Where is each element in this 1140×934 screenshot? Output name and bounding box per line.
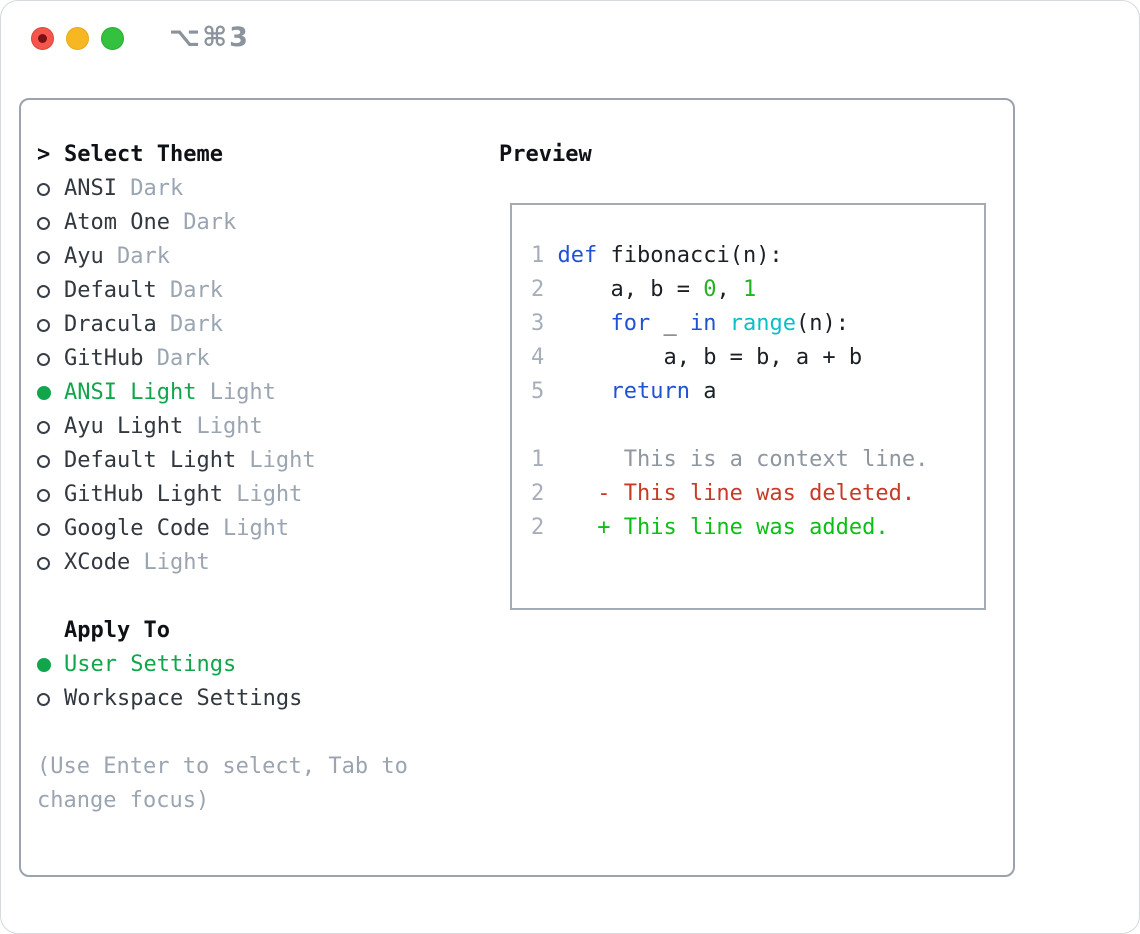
radio-icon — [37, 454, 64, 468]
diff-line-3: 2 + This line was added. — [531, 515, 889, 540]
apply-to-header: Apply To — [37, 614, 483, 648]
theme-option-xcode[interactable]: XCode Light — [37, 546, 483, 580]
prompt-caret-icon: > — [37, 142, 51, 167]
theme-option-label: XCode Light — [64, 550, 210, 575]
theme-option-label: Ayu Light Light — [64, 414, 263, 439]
close-button[interactable] — [31, 27, 54, 50]
window-title: ⌥⌘3 — [169, 22, 250, 53]
radio-icon — [37, 692, 64, 706]
radio-icon — [37, 556, 64, 570]
code-sample: 1 def fibonacci(n): 2 a, b = 0, 1 3 for _ … — [531, 239, 984, 409]
theme-option-ayu-light[interactable]: Ayu Light Light — [37, 410, 483, 444]
theme-option-ansi[interactable]: ANSI Dark — [37, 172, 483, 206]
theme-option-atom-one[interactable]: Atom One Dark — [37, 206, 483, 240]
theme-option-label: Default Dark — [64, 278, 223, 303]
apply-option-label: Workspace Settings — [64, 686, 303, 711]
preview-box: 1 def fibonacci(n): 2 a, b = 0, 1 3 for _ … — [510, 203, 986, 610]
radio-icon — [37, 352, 64, 366]
diff-line-1: 1 This is a context line. — [531, 447, 929, 472]
select-theme-title: Select Theme — [64, 142, 223, 167]
diff-line-2: 2 - This line was deleted. — [531, 481, 916, 506]
theme-option-label: GitHub Light Light — [64, 482, 303, 507]
hint-text: (Use Enter to select, Tab to change focu… — [37, 754, 408, 813]
code-line-1: 1 def fibonacci(n): — [531, 243, 783, 268]
zoom-button[interactable] — [101, 27, 124, 50]
theme-option-google-code[interactable]: Google Code Light — [37, 512, 483, 546]
theme-option-default-light[interactable]: Default Light Light — [37, 444, 483, 478]
preview-content: 1 def fibonacci(n): 2 a, b = 0, 1 3 for _ … — [512, 205, 984, 545]
code-line-4: 4 a, b = b, a + b — [531, 345, 863, 370]
preview-title: Preview — [499, 142, 592, 167]
titlebar: ⌥⌘3 — [1, 1, 1139, 98]
theme-option-label: ANSI Light Light — [64, 380, 276, 405]
theme-option-label: Atom One Dark — [64, 210, 237, 235]
apply-option-user-settings[interactable]: User Settings — [37, 648, 483, 682]
theme-option-label: Dracula Dark — [64, 312, 223, 337]
radio-icon — [37, 522, 64, 536]
minimize-button[interactable] — [66, 27, 89, 50]
code-line-2: 2 a, b = 0, 1 — [531, 277, 757, 302]
radio-icon — [37, 488, 64, 502]
radio-icon — [37, 318, 64, 332]
theme-option-label: Ayu Dark — [64, 244, 170, 269]
spacer — [37, 580, 483, 614]
radio-icon — [37, 420, 64, 434]
radio-icon — [37, 284, 64, 298]
spacer — [37, 716, 483, 750]
theme-option-dracula[interactable]: Dracula Dark — [37, 308, 483, 342]
theme-option-label: Default Light Light — [64, 448, 316, 473]
theme-option-default[interactable]: Default Dark — [37, 274, 483, 308]
close-dot-icon — [38, 34, 47, 43]
radio-selected-icon — [37, 386, 64, 400]
theme-option-github[interactable]: GitHub Dark — [37, 342, 483, 376]
theme-option-ansi-light[interactable]: ANSI Light Light — [37, 376, 483, 410]
theme-option-label: GitHub Dark — [64, 346, 210, 371]
theme-option-label: ANSI Dark — [64, 176, 184, 201]
code-line-3: 3 for _ in range(n): — [531, 311, 849, 336]
apply-to-title: Apply To — [64, 618, 170, 643]
theme-option-label: Google Code Light — [64, 516, 290, 541]
select-theme-header: > Select Theme — [37, 138, 483, 172]
apply-option-label: User Settings — [64, 652, 237, 677]
radio-icon — [37, 216, 64, 230]
code-line-5: 5 return a — [531, 379, 717, 404]
apply-option-workspace-settings[interactable]: Workspace Settings — [37, 682, 483, 716]
theme-option-github-light[interactable]: GitHub Light Light — [37, 478, 483, 512]
radio-icon — [37, 250, 64, 264]
theme-option-ayu[interactable]: Ayu Dark — [37, 240, 483, 274]
radio-icon — [37, 182, 64, 196]
radio-selected-icon — [37, 658, 64, 672]
diff-sample: 1 This is a context line. 2 - This line w… — [531, 443, 984, 545]
